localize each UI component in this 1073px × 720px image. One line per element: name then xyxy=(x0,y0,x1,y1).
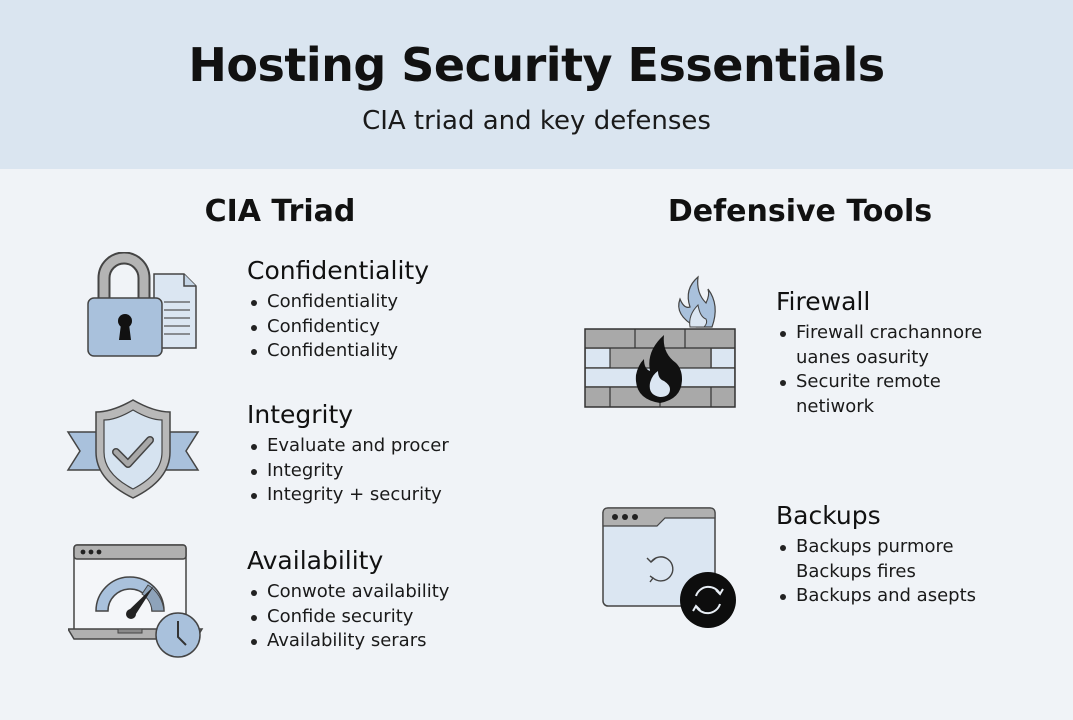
bullet-item-continuation: Backups fires xyxy=(796,560,916,582)
bullet-item: Backups purmore xyxy=(776,535,976,560)
page-title: Hosting Security Essentials xyxy=(188,38,885,92)
bullet-item-continuation: netiwork xyxy=(796,395,875,417)
bullet-list: Evaluate and procer Integrity Integrity … xyxy=(247,434,449,508)
defense-item-backups: Backups Backups purmore Backups fires Ba… xyxy=(776,501,976,609)
bullet-item: Backups and asepts xyxy=(776,584,976,609)
item-title: Confidentiality xyxy=(247,256,429,285)
bullet-list: Conwote availability Confide security Av… xyxy=(247,580,449,654)
bullet-item: Securite remote xyxy=(776,370,982,395)
bullet-item: Evaluate and procer xyxy=(247,434,449,459)
bullet-item: Firewall crachannore xyxy=(776,321,982,346)
item-title: Backups xyxy=(776,501,881,530)
bullet-item: Confidentiality xyxy=(247,339,429,364)
bullet-item: Integrity + security xyxy=(247,483,449,508)
bullet-item: Integrity xyxy=(247,459,449,484)
cia-item-availability: Availability Conwote availability Confid… xyxy=(247,546,449,654)
padlock-document-icon xyxy=(87,252,197,357)
defense-section-title: Defensive Tools xyxy=(667,194,933,229)
defense-item-firewall: Firewall Firewall crachannore uanes oasu… xyxy=(776,287,982,419)
shield-check-icon xyxy=(66,399,200,499)
bullet-item: Confidenticy xyxy=(247,315,429,340)
bullet-item: Conwote availability xyxy=(247,580,449,605)
item-title: Integrity xyxy=(247,400,354,429)
cia-item-confidentiality: Confidentiality Confidentiality Confiden… xyxy=(247,256,429,364)
backup-window-sync-icon xyxy=(602,507,736,628)
item-title: Firewall xyxy=(776,287,871,316)
bullet-item: Availability serars xyxy=(247,629,449,654)
page-subtitle: CIA triad and key defenses xyxy=(362,106,711,136)
header-banner: Hosting Security Essentials CIA triad an… xyxy=(0,0,1073,169)
laptop-gauge-clock-icon xyxy=(68,544,204,658)
bullet-item-continuation: uanes oasurity xyxy=(796,346,929,368)
cia-item-integrity: Integrity Evaluate and procer Integrity … xyxy=(247,400,449,508)
bullet-list: Backups purmore Backups fires Backups an… xyxy=(776,535,976,609)
firewall-icon xyxy=(584,275,736,408)
bullet-item: Confidentiality xyxy=(247,290,429,315)
bullet-item: Confide security xyxy=(247,605,449,630)
item-title: Availability xyxy=(247,546,384,575)
bullet-list: Confidentiality Confidenticy Confidentia… xyxy=(247,290,429,364)
cia-section-title: CIA Triad xyxy=(204,194,356,229)
bullet-list: Firewall crachannore uanes oasurity Secu… xyxy=(776,321,982,419)
